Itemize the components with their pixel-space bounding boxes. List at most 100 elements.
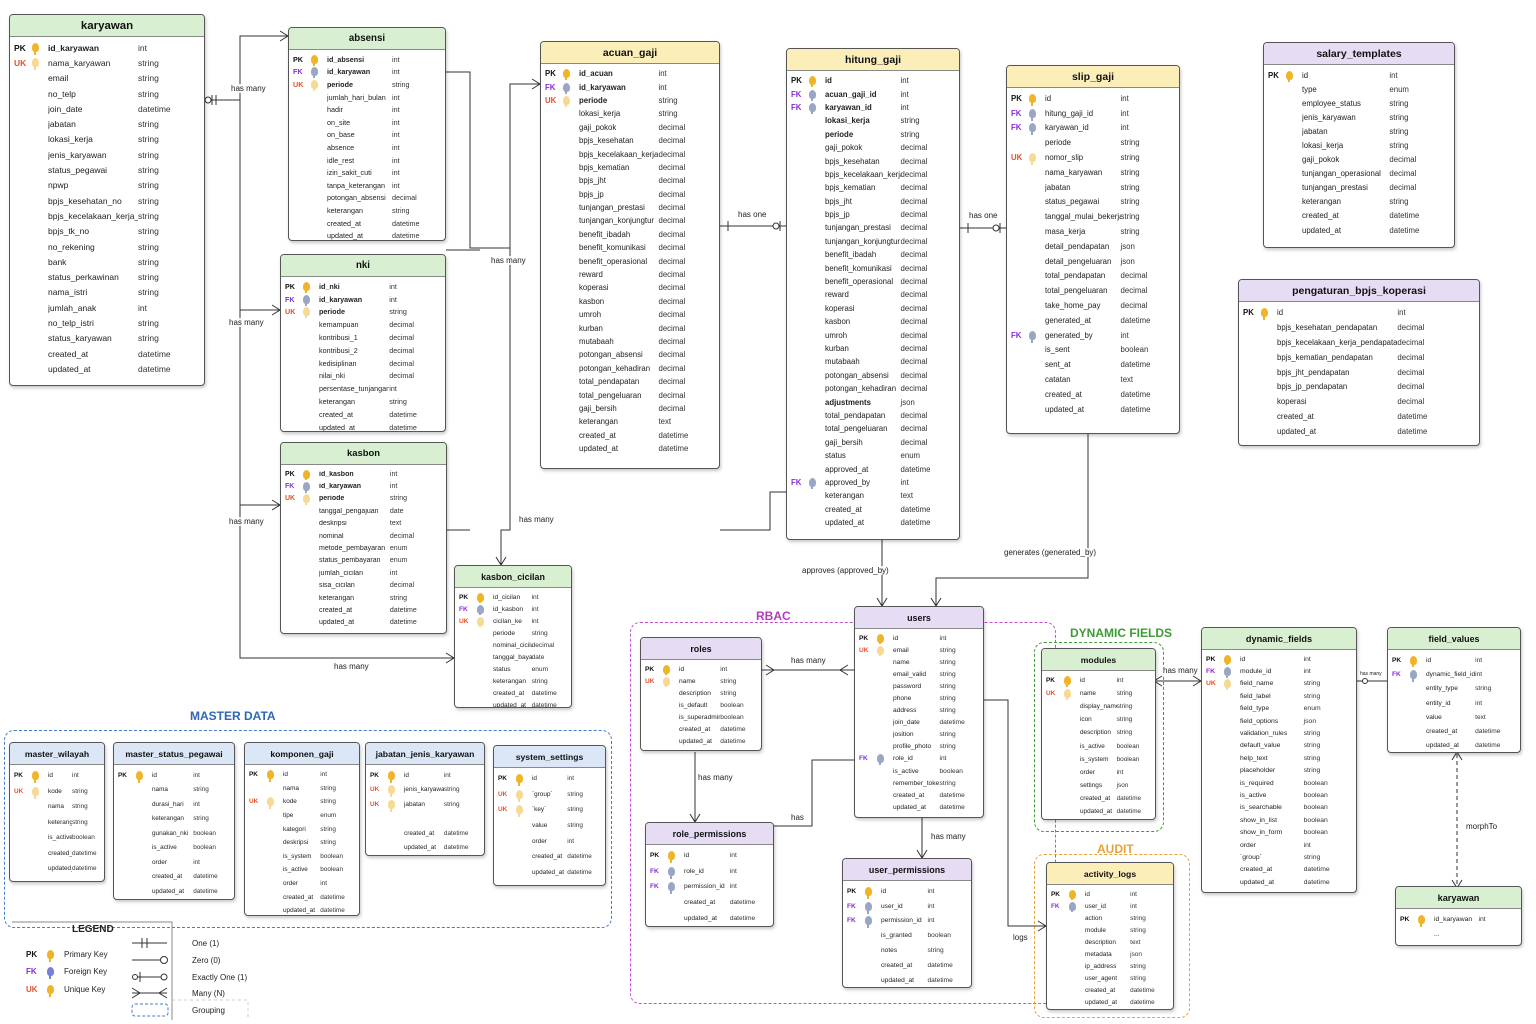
table-row[interactable]: `group`string: [1202, 851, 1356, 863]
